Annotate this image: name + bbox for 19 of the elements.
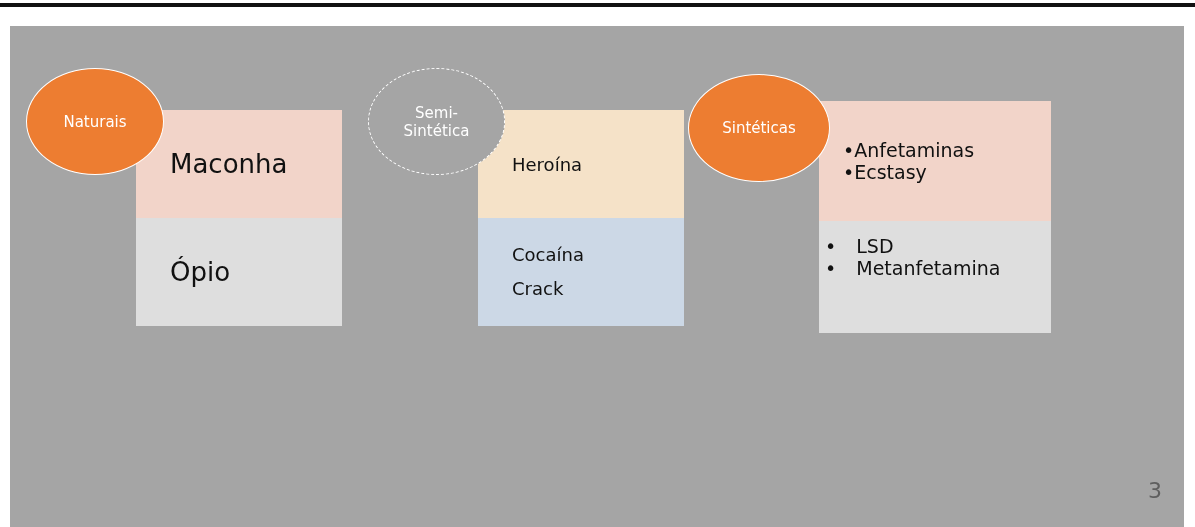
drug-list-box <box>478 110 684 218</box>
drug-list-box <box>136 218 342 326</box>
drug-list-box <box>819 101 1051 221</box>
category-label: Sintéticas <box>722 119 796 137</box>
list-item: • LSD <box>825 235 895 257</box>
drug-list-box <box>478 218 684 326</box>
list-item: •Anfetaminas <box>843 139 976 161</box>
list-item: Maconha <box>170 149 289 179</box>
list-item: • Metanfetamina <box>825 257 1002 279</box>
category-label: Naturais <box>63 112 127 131</box>
list-item: Heroína <box>512 153 584 175</box>
list-item: Ópio <box>170 257 232 287</box>
list-item: Cocaína <box>512 242 585 267</box>
drug-list-box <box>819 221 1051 333</box>
list-item: Crack <box>512 277 565 301</box>
drug-list-box <box>136 110 342 218</box>
list-item: •Ecstasy <box>843 161 928 183</box>
page-number: 3 <box>1148 478 1162 503</box>
category-label: Semi-Sintética <box>402 103 471 140</box>
